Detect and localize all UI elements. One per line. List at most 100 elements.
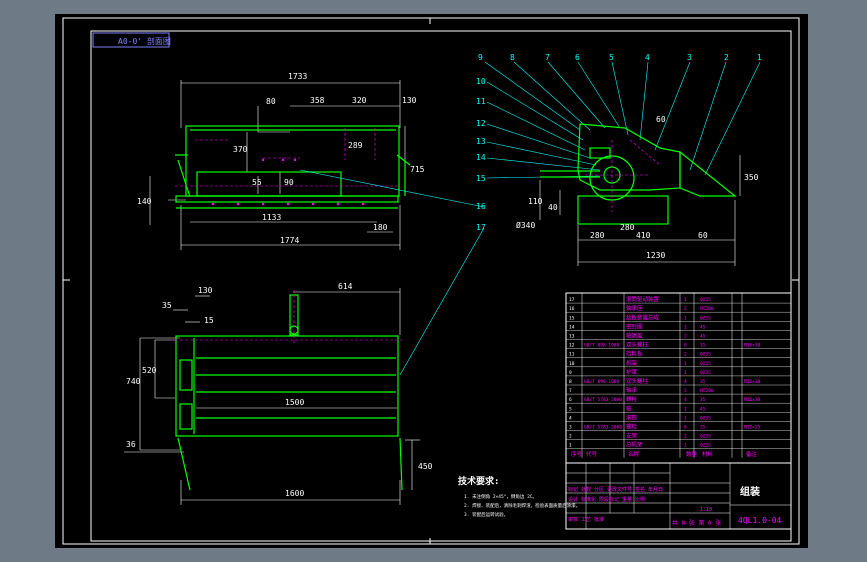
dim-label: 15 — [204, 316, 214, 325]
callout-label: 12 — [476, 119, 486, 128]
table-cell: 轴端盖 — [626, 332, 643, 340]
table-cell: 1 — [684, 370, 687, 376]
table-cell: M16×30 — [744, 379, 761, 385]
dim-label: 320 — [352, 96, 367, 105]
table-cell: 8 — [684, 425, 687, 431]
side-view-dimension-lines — [539, 155, 741, 266]
side-view-dimension-labels: 350 110 40 Ø340 280 280 410 60 1230 60 — [516, 115, 759, 260]
dim-label: 370 — [233, 145, 248, 154]
table-cell: Q235 — [700, 370, 711, 376]
callout-label: 9 — [478, 53, 483, 62]
dim-label: 1774 — [280, 236, 299, 245]
side-view-centerlines — [585, 139, 661, 212]
inner-border — [90, 30, 792, 542]
table-cell: 螺栓 — [626, 395, 638, 403]
table-header-cell: 材料 — [702, 450, 714, 458]
table-cell: 双头螺柱 — [626, 341, 649, 349]
side-view: 9 8 7 6 5 4 3 2 1 10 11 12 13 14 15 16 1… — [299, 53, 762, 376]
table-cell: HT200 — [700, 388, 714, 394]
side-view-leader-lines — [299, 61, 761, 376]
dim-label: 1600 — [285, 489, 304, 498]
table-cell: 8 — [684, 343, 687, 349]
table-cell: 2 — [684, 388, 687, 394]
dim-label: 450 — [418, 462, 433, 471]
dim-label: 1733 — [288, 72, 307, 81]
table-cell: 7 — [569, 388, 572, 394]
tech-notes-title: 技术要求: — [458, 475, 499, 487]
dim-label: 110 — [528, 197, 543, 206]
top-view-centerlines — [170, 290, 405, 345]
front-view-dimension-labels: 1733 80 358 320 130 370 289 715 55 90 14… — [137, 72, 425, 245]
table-cell: Q235 — [700, 361, 711, 367]
table-cell: HT200 — [700, 306, 714, 312]
table-cell: Q235 — [700, 297, 711, 303]
sheet-info: 共 0 张 第 0 张 — [672, 519, 721, 527]
dim-label: 280 — [620, 223, 635, 232]
table-cell: 2 — [684, 334, 687, 340]
callout-label: 17 — [476, 223, 486, 232]
callout-label: 16 — [476, 202, 486, 211]
dim-label: 55 — [252, 178, 262, 187]
table-cell: 密封圈 — [626, 322, 643, 330]
dim-label: 80 — [266, 97, 276, 106]
table-cell: 9 — [569, 370, 572, 376]
front-view-bolt-marks — [211, 158, 365, 206]
table-cell: GB/T 5783-2000 — [584, 397, 622, 403]
table-cell: 1 — [684, 315, 687, 321]
table-cell: 4 — [684, 379, 687, 385]
dim-label: 715 — [410, 165, 425, 174]
table-cell: 刮板装置总成 — [626, 313, 660, 321]
top-view-outline — [175, 294, 403, 491]
table-cell: 轴承座 — [626, 304, 643, 312]
revision-row: 标记 处数 分区 更改文件号 签名 年月日 — [568, 486, 663, 493]
callout-label: 3 — [687, 53, 692, 62]
dim-label: 520 — [142, 366, 157, 375]
top-view-dimension-labels: 130 614 35 15 740 520 1500 36 450 1600 — [126, 282, 433, 498]
table-cell: 轴承 — [626, 386, 638, 394]
table-cell: 6 — [569, 397, 572, 403]
table-cell: 2 — [684, 434, 687, 440]
table-cell: 8 — [569, 379, 572, 385]
table-cell: 总机架 — [626, 441, 643, 449]
table-cell: 15 — [569, 315, 575, 321]
dim-label: 90 — [284, 178, 294, 187]
table-cell: 4 — [569, 415, 572, 421]
dim-label: 1133 — [262, 213, 281, 222]
table-cell: 4 — [684, 397, 687, 403]
callout-label: 14 — [476, 153, 486, 162]
table-cell: 护罩 — [626, 368, 638, 376]
table-cell: 45 — [700, 406, 706, 412]
table-cell: 45 — [700, 334, 706, 340]
dim-label: 350 — [744, 173, 759, 182]
title-block: 组装 4QL1.0-04 共 0 张 第 0 张 标记 处数 分区 更改文件号 … — [565, 462, 792, 530]
design-row: 设计 标准化 阶段标记 重量 比例 — [568, 496, 645, 503]
front-view-outline — [175, 125, 411, 209]
table-header-cell: 序号 — [571, 450, 583, 458]
outer-border — [62, 17, 800, 545]
table-cell: Q235 — [700, 434, 711, 440]
table-cell: 5 — [569, 406, 572, 412]
table-cell: 1 — [684, 406, 687, 412]
tech-notes: 技术要求: 1. 未注倒角 2×45°，倒角边 2C。 2. 焊接、装配后，清除… — [458, 475, 580, 518]
table-cell: 35 — [700, 343, 706, 349]
table-cell: 螺栓 — [626, 423, 638, 431]
callout-label: 15 — [476, 174, 486, 183]
table-cell: Q235 — [700, 352, 711, 358]
table-cell: M16×30 — [744, 397, 761, 403]
title-block-border — [565, 462, 792, 530]
drawing-number: 4QL1.0-04 — [738, 516, 782, 525]
table-cell: 13 — [569, 334, 575, 340]
side-view-callouts: 9 8 7 6 5 4 3 2 1 10 11 12 13 14 15 16 1… — [476, 53, 762, 232]
tech-note-line: 2. 焊接、装配后，清除毛刺焊渣，检验表面质量后涂漆。 — [464, 502, 580, 509]
table-cell: 1 — [569, 443, 572, 449]
table-cell: 1 — [684, 361, 687, 367]
table-cell: 45 — [700, 324, 706, 330]
front-view-dimension-lines — [149, 80, 406, 250]
dim-label: 60 — [656, 115, 666, 124]
dim-label: 35 — [162, 301, 172, 310]
drawing-sheet — [55, 14, 808, 548]
table-cell: 支架 — [626, 432, 638, 440]
table-cell: 3 — [569, 425, 572, 431]
callout-label: 5 — [609, 53, 614, 62]
